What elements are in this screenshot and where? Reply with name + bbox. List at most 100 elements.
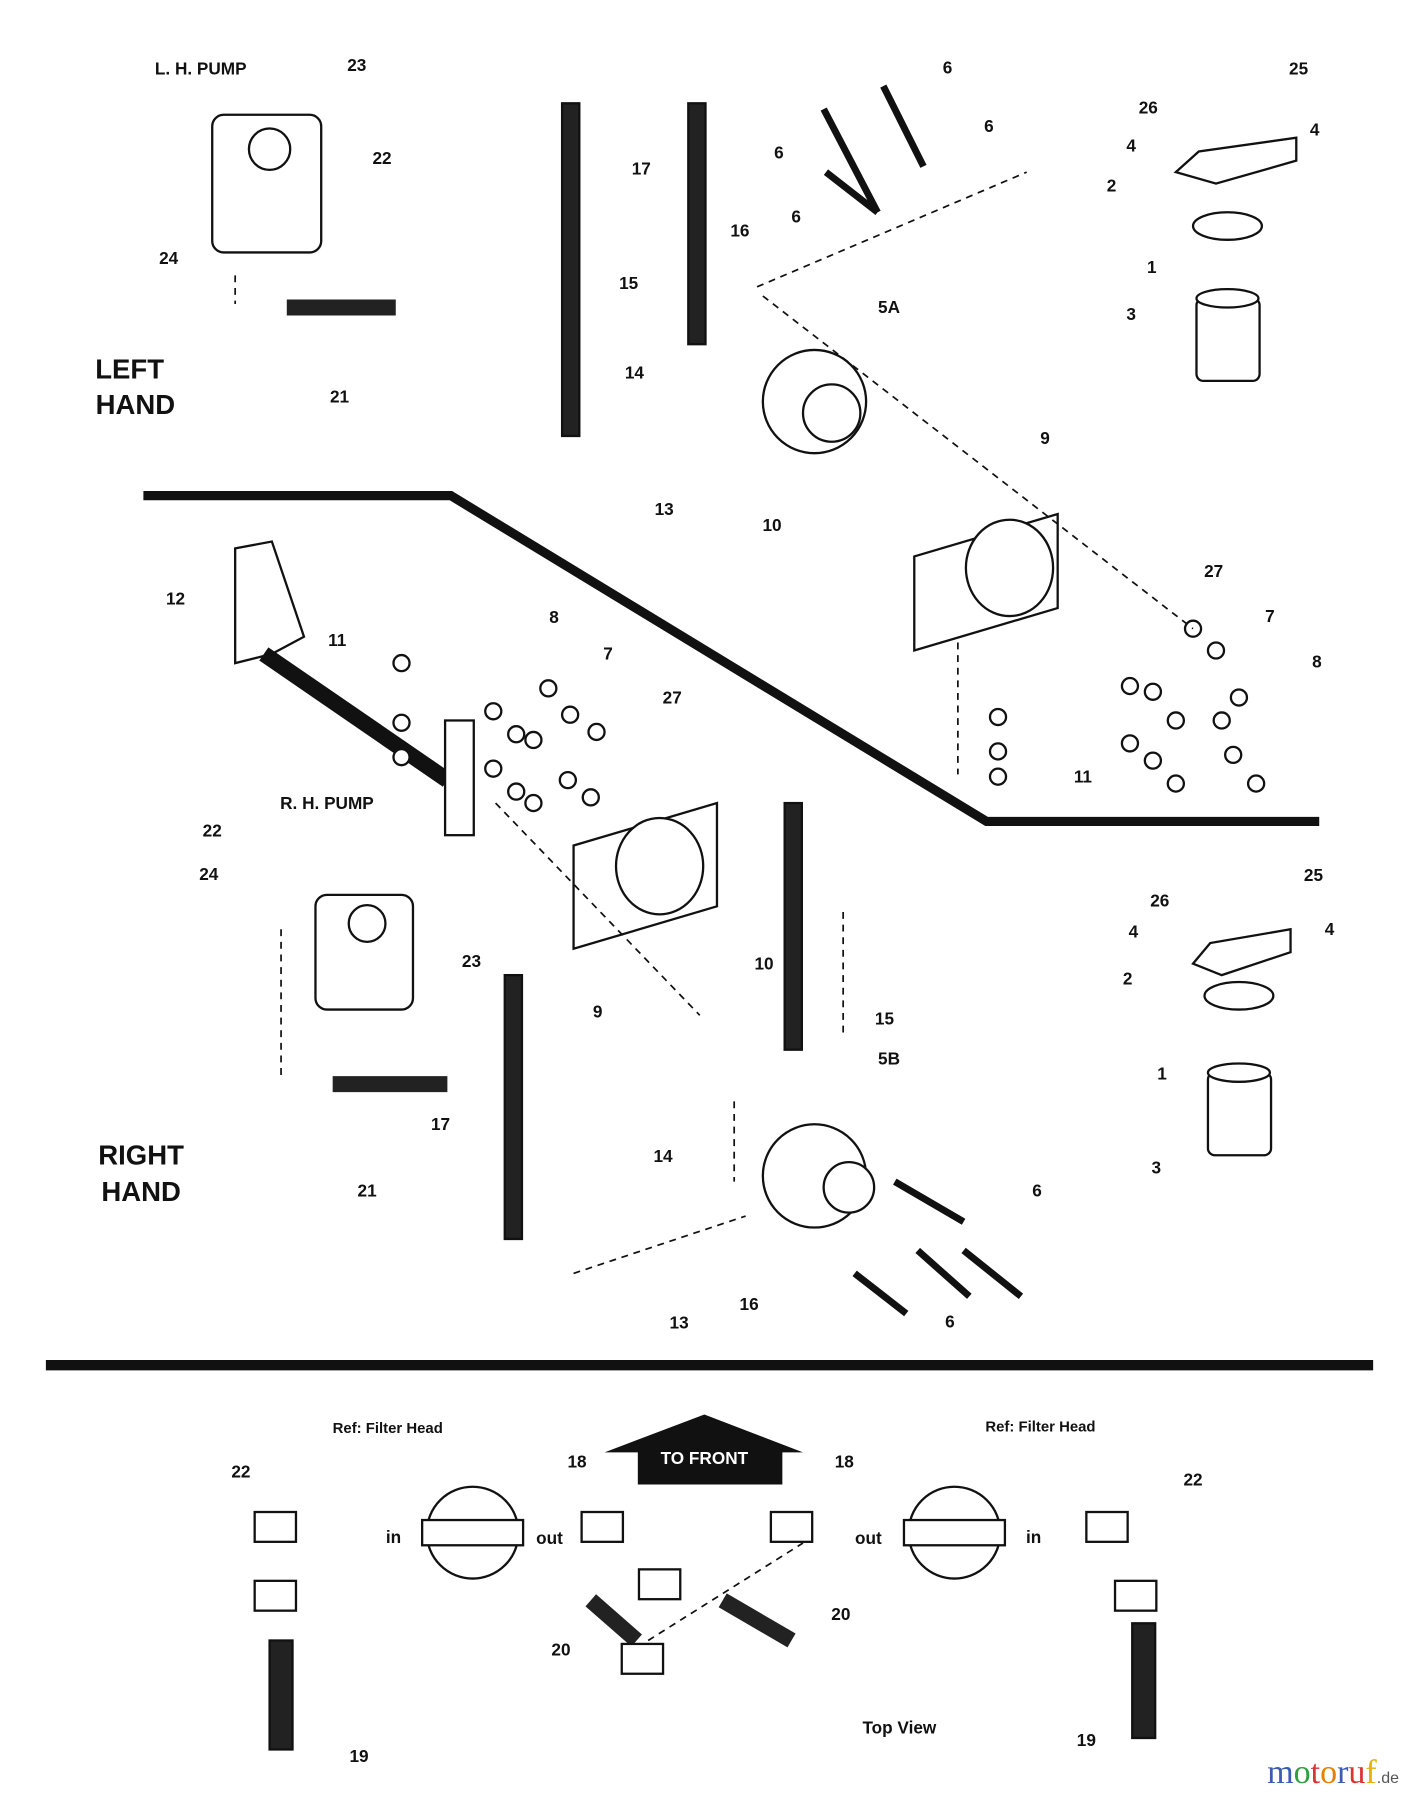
hose [268,1639,294,1751]
callout-label: 22 [372,148,391,168]
callout-label: 10 [754,953,773,973]
callout-label: 2 [1123,968,1133,988]
nut-washer [507,725,526,744]
motor-hub [822,1160,876,1214]
bolt-6 [823,169,880,215]
callout-label: 15 [875,1008,895,1028]
hydraulic-hose [503,973,524,1241]
motor-hub [801,383,862,443]
callout-label: 6 [774,142,784,162]
fitting [637,1568,682,1601]
fitting [1113,1579,1158,1612]
nut-washer [988,707,1008,727]
nut-washer [484,759,503,778]
nut-washer [1120,734,1140,753]
callout-label: 17 [632,158,651,178]
bolt-6 [915,1247,972,1299]
nut-washer [392,713,411,732]
callout-label: 22 [231,1462,250,1482]
hose [1131,1622,1157,1740]
callout-label: 21 [330,387,350,407]
callout-label: 27 [1204,561,1223,581]
callout-label: 20 [831,1604,850,1624]
filter-bracket-2 [1191,927,1292,977]
callout-label: 7 [603,644,613,664]
nut-washer [1120,676,1140,696]
callout-label: Ref: Filter Head [985,1420,1095,1436]
guide-line [647,1542,804,1642]
callout-label: 6 [1032,1181,1042,1201]
nut-washer [392,748,411,767]
callout-label: 20 [551,1639,570,1659]
hose [718,1593,796,1648]
callout-label: TO FRONT [661,1448,749,1468]
hydraulic-hose [687,102,707,346]
bolt-6 [893,1178,966,1225]
filter-head-bar [421,1518,525,1547]
callout-label: 5A [878,297,900,317]
callout-label: 13 [670,1312,689,1332]
watermark-suffix: .de [1376,1770,1399,1787]
callout-label: 1 [1147,257,1157,277]
filter-head-1 [1191,211,1264,241]
nut-washer [524,793,543,813]
pump-port [347,904,387,944]
callout-label: 19 [1077,1730,1096,1750]
callout-label: 26 [1139,98,1158,118]
callout-label: out [536,1528,563,1548]
guide-line [494,802,701,1016]
callout-label: in [386,1527,401,1547]
right-hand-pump [314,893,415,1011]
nut-washer [1206,641,1226,660]
left-hand-pump [211,113,323,254]
callout-label: 18 [835,1451,855,1471]
callout-label: 12 [166,589,185,609]
nut-washer [1166,774,1186,793]
callout-label: 11 [328,630,347,650]
pump-port [247,127,292,171]
nut-washer [539,679,558,698]
nut-washer [524,730,543,750]
callout-label: 6 [945,1311,955,1331]
callout-label: 21 [358,1181,378,1201]
callout-label: 25 [1304,865,1324,885]
callout-label: 14 [653,1146,673,1166]
callout-label: RIGHT [98,1139,184,1170]
guide-line [573,1215,746,1275]
watermark-letter: f [1365,1754,1377,1791]
callout-label: 16 [740,1294,759,1314]
watermark-letter: u [1348,1754,1366,1791]
nut-washer [988,767,1008,786]
callout-label: L. H. PUMP [155,59,247,79]
callout-label: 23 [347,55,366,75]
nut-washer [1229,688,1249,707]
filter-bracket-2 [1173,136,1298,185]
callout-label: 24 [159,248,179,268]
callout-label: 22 [203,820,222,840]
callout-label: 1 [1157,1064,1167,1084]
callout-label: 7 [1265,606,1275,626]
callout-label: 9 [1040,428,1050,448]
callout-label: 11 [1074,766,1093,786]
nut-washer [1246,774,1266,793]
nut-washer [587,722,606,742]
callout-label: 6 [943,57,953,77]
callout-label: 27 [663,687,682,707]
callout-label: 26 [1150,890,1169,910]
to-front-arrow [604,1414,804,1485]
nut-washer [581,788,600,807]
nut-washer [1143,751,1163,770]
filter-element-3 [1206,1071,1273,1157]
callout-label: 4 [1126,135,1136,155]
callout-label: 25 [1289,59,1309,79]
watermark-letter: o [1320,1754,1338,1791]
callout-label: 23 [462,951,481,971]
fitting [580,1510,625,1543]
nut-washer [988,742,1008,761]
callout-label: 8 [549,607,559,627]
nut-washer [560,705,580,724]
callout-label: in [1026,1527,1041,1547]
nut-washer [1143,682,1163,701]
fitting [253,1579,298,1612]
